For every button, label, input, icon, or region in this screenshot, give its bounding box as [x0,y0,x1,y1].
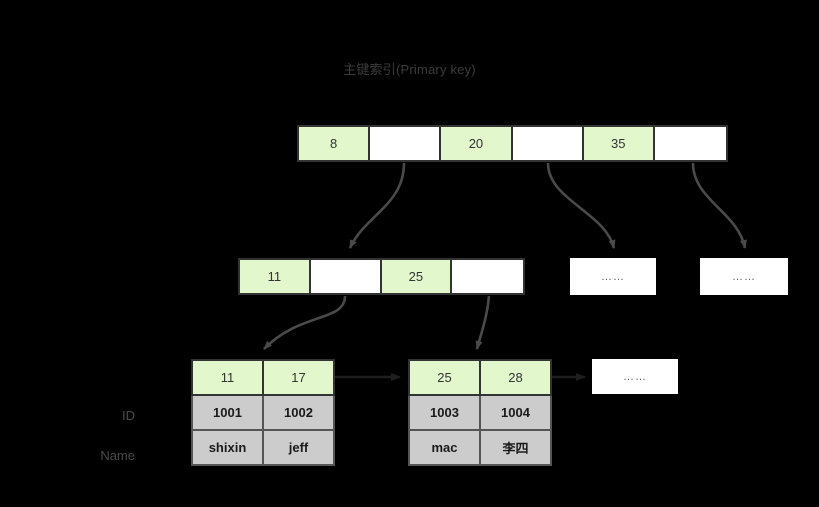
leaf-1-name-row: shixin jeff [191,429,335,466]
placeholder-node-mid-1[interactable]: …… [570,258,656,295]
leaf-node-1: 11 17 1001 1002 shixin jeff [191,359,335,466]
leaf-node-2: 25 28 1003 1004 mac 李四 [408,359,552,466]
leaf-1-id-cell-1[interactable]: 1001 [191,394,264,431]
root-cell-key-35[interactable]: 35 [583,127,655,160]
internal-index-node: 11 25 [238,258,525,295]
leaf-2-name-cell-2[interactable]: 李四 [479,429,552,466]
internal-cell-pointer-2[interactable] [452,260,523,293]
leaf-1-key-cell-1[interactable]: 11 [191,359,264,396]
leaf-1-name-cell-1[interactable]: shixin [191,429,264,466]
arrow-internal-to-leaf-2 [475,295,491,350]
root-index-node: 8 20 35 [297,125,728,162]
row-label-name: Name [100,448,135,463]
leaf-1-id-row: 1001 1002 [191,394,335,431]
leaf-2-key-cell-2[interactable]: 28 [479,359,552,396]
root-cell-pointer-2[interactable] [512,127,584,160]
leaf-2-id-cell-1[interactable]: 1003 [408,394,481,431]
internal-cell-key-25[interactable]: 25 [381,260,453,293]
row-label-id: ID [122,408,135,423]
leaf-2-key-row: 25 28 [408,359,552,396]
arrow-root-to-placeholder-2 [691,162,747,249]
root-cell-pointer-1[interactable] [370,127,442,160]
placeholder-node-leaf[interactable]: …… [592,359,678,394]
leaf-2-key-cell-1[interactable]: 25 [408,359,481,396]
leaf-2-name-cell-1[interactable]: mac [408,429,481,466]
leaf-1-name-cell-2[interactable]: jeff [262,429,335,466]
internal-cell-key-11[interactable]: 11 [240,260,311,293]
leaf-1-key-row: 11 17 [191,359,335,396]
root-cell-key-20[interactable]: 20 [441,127,513,160]
leaf-2-name-row: mac 李四 [408,429,552,466]
leaf-2-id-row: 1003 1004 [408,394,552,431]
leaf-1-id-cell-2[interactable]: 1002 [262,394,335,431]
root-cell-pointer-3[interactable] [654,127,727,160]
arrow-internal-to-leaf-1 [263,295,347,350]
placeholder-node-mid-2[interactable]: …… [700,258,788,295]
root-cell-key-8[interactable]: 8 [299,127,371,160]
leaf-2-id-cell-2[interactable]: 1004 [479,394,552,431]
arrow-root-to-internal [348,162,406,249]
internal-cell-pointer-1[interactable] [310,260,382,293]
leaf-1-key-cell-2[interactable]: 17 [262,359,335,396]
page-title: 主键索引(Primary key) [343,62,476,77]
arrow-root-to-placeholder-1 [546,162,616,249]
